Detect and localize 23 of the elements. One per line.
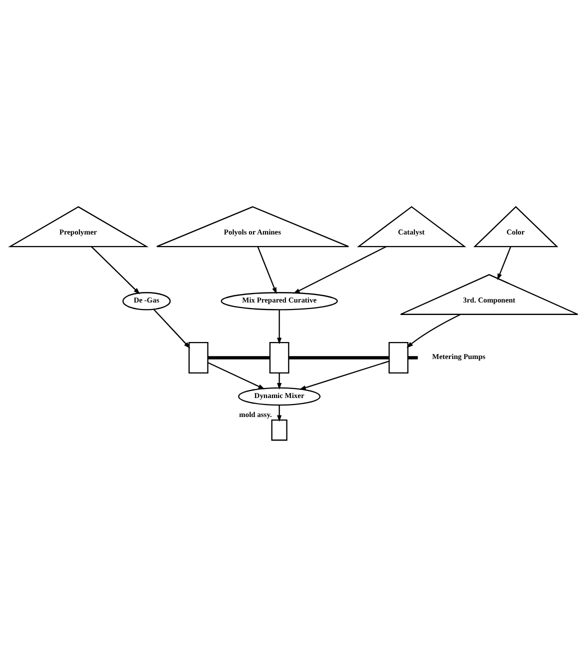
connector [208,356,270,359]
node-ellipse: Mix Prepared Curative [220,292,338,310]
node-box [388,341,408,374]
arrow [153,308,190,348]
node-ellipse: De -Gas [122,292,171,310]
arrow [299,360,390,390]
node-ellipse: Dynamic Mixer [238,386,321,406]
arrow [497,246,512,280]
node-box [188,341,208,374]
connector [408,356,418,359]
node-label: mold assy. [239,410,272,419]
node-box [269,341,290,374]
arrow [91,246,140,294]
connector [288,356,390,359]
arrow [257,246,277,294]
node-box [271,418,288,440]
arrow [277,309,282,344]
arrow [277,404,282,422]
arrow [406,313,461,348]
arrow [293,246,386,294]
arrow [277,372,282,390]
arrow [208,362,265,389]
label: Metering Pumps [432,352,486,361]
